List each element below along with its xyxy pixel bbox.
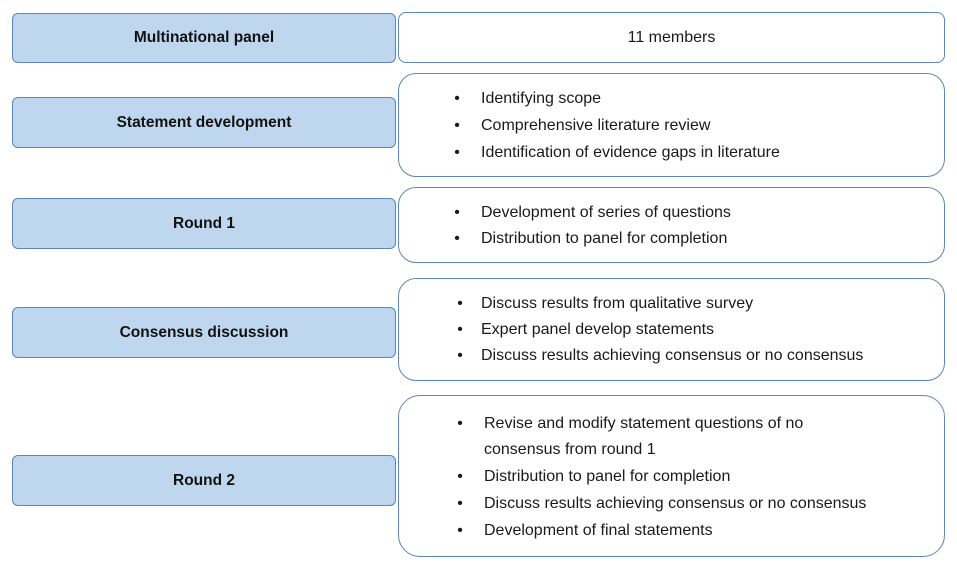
list-item: • Discuss results from qualitative surve… xyxy=(399,293,944,319)
list-item-text: Identification of evidence gaps in liter… xyxy=(481,144,780,161)
bullet-icon: • xyxy=(457,295,463,312)
stage-detail-statement-development: • Identifying scope • Comprehensive lite… xyxy=(398,73,945,177)
stage-detail-round-2: • Revise and modify statement questions … xyxy=(398,395,945,557)
bullet-icon: • xyxy=(454,117,460,134)
list-item-text: Comprehensive literature review xyxy=(481,117,711,134)
list-item: • Distribution to panel for completion xyxy=(399,466,944,493)
list-item: • Development of series of questions xyxy=(399,202,944,228)
stage-label-consensus-discussion: Consensus discussion xyxy=(12,307,396,358)
bullet-icon: • xyxy=(454,230,460,247)
list-item-text: Discuss results achieving consensus or n… xyxy=(484,495,867,512)
list-item: • Distribution to panel for completion xyxy=(399,228,944,254)
list-item-text: Distribution to panel for completion xyxy=(484,468,731,485)
bullet-list: • Identifying scope • Comprehensive lite… xyxy=(399,88,944,169)
bullet-icon: • xyxy=(457,415,463,432)
bullet-icon: • xyxy=(454,90,460,107)
stage-label-multinational-panel: Multinational panel xyxy=(12,13,396,63)
list-item-text: Revise and modify statement questions of… xyxy=(484,415,804,458)
list-item-text: Development of series of questions xyxy=(481,204,731,221)
bullet-icon: • xyxy=(457,495,463,512)
bullet-icon: • xyxy=(454,144,460,161)
list-item: • Comprehensive literature review xyxy=(399,115,944,142)
stage-detail-consensus-discussion: • Discuss results from qualitative surve… xyxy=(398,278,945,381)
stage-detail-round-1: • Development of series of questions • D… xyxy=(398,187,945,263)
list-item: • Identification of evidence gaps in lit… xyxy=(399,142,944,169)
list-item-text: Expert panel develop statements xyxy=(481,321,715,338)
list-item: • Discuss results achieving consensus or… xyxy=(399,493,944,520)
bullet-icon: • xyxy=(457,321,463,338)
bullet-list: • Revise and modify statement questions … xyxy=(399,411,944,547)
list-item-text: Discuss results achieving consensus or n… xyxy=(481,347,864,364)
bullet-icon: • xyxy=(457,522,463,539)
bullet-icon: • xyxy=(457,347,463,364)
bullet-list: • Discuss results from qualitative surve… xyxy=(399,293,944,371)
bullet-icon: • xyxy=(454,204,460,221)
bullet-icon: • xyxy=(457,468,463,485)
list-item-text: Distribution to panel for completion xyxy=(481,230,728,247)
list-item-text: Development of final statements xyxy=(484,522,713,539)
list-item: • Revise and modify statement questions … xyxy=(399,411,944,463)
list-item: • Discuss results achieving consensus or… xyxy=(399,345,944,371)
stage-label-statement-development: Statement development xyxy=(12,97,396,148)
list-item: • Expert panel develop statements xyxy=(399,319,944,345)
list-item: • Identifying scope xyxy=(399,88,944,115)
stage-label-round-2: Round 2 xyxy=(12,455,396,506)
stage-label-round-1: Round 1 xyxy=(12,198,396,249)
bullet-list: • Development of series of questions • D… xyxy=(399,202,944,254)
list-item-text: Identifying scope xyxy=(481,90,602,107)
list-item-text: Discuss results from qualitative survey xyxy=(481,295,754,312)
stage-detail-multinational-panel: 11 members xyxy=(398,12,945,63)
list-item: • Development of final statements xyxy=(399,520,944,547)
panel-size-text: 11 members xyxy=(627,28,716,46)
